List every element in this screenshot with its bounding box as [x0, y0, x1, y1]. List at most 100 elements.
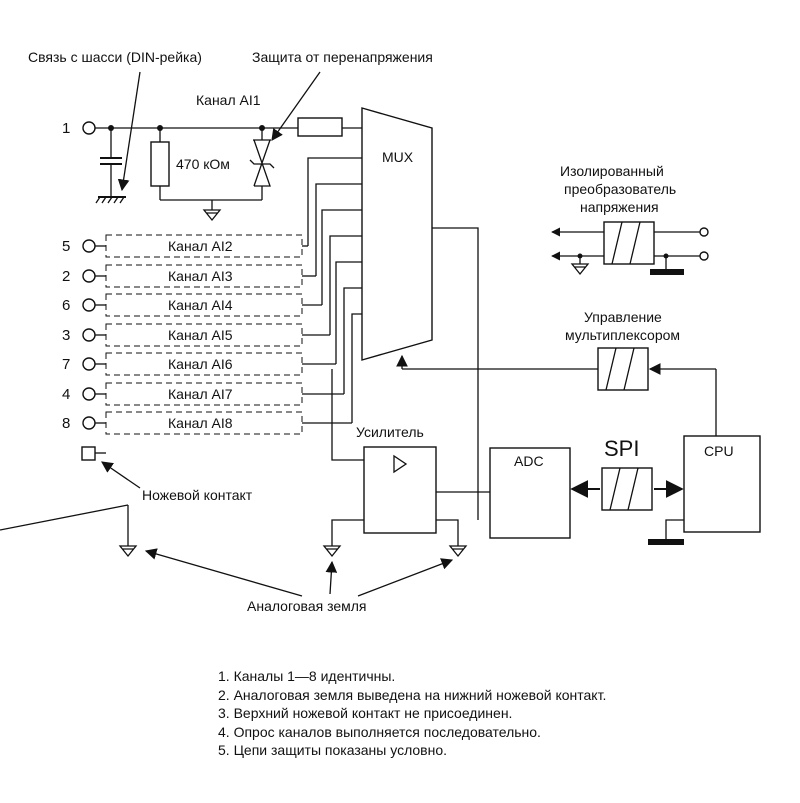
- mux-output-wire: [432, 227, 479, 520]
- amplifier-block: [363, 446, 437, 534]
- adc-block: [489, 447, 571, 539]
- mux-label: MUX: [382, 149, 414, 165]
- note-item: 4. Опрос каналов выполняется последовате…: [218, 723, 541, 740]
- terminal-pin-7[interactable]: [82, 357, 96, 371]
- isolated-converter-label-3: напряжения: [580, 199, 659, 215]
- terminal-pin-3[interactable]: [82, 328, 96, 342]
- amplifier-triangle-icon: [393, 454, 408, 474]
- isolation-barrier-icon: [605, 347, 635, 391]
- analog-ground-icon: [570, 263, 590, 276]
- isolation-barrier-icon: [611, 221, 641, 265]
- mux-input-wire-6: [335, 261, 362, 364]
- blade-contact-label: Ножевой контакт: [142, 487, 253, 503]
- analog-ground-icon: [448, 545, 468, 558]
- converter-terminal: [699, 251, 709, 261]
- channel-label-2: Канал AI2: [168, 238, 233, 254]
- analog-ground-pointer: [325, 560, 338, 595]
- amplifier-ground-wire-right: [436, 519, 459, 546]
- amplifier-input-wire: [331, 369, 364, 461]
- pin-label-6: 6: [62, 297, 70, 314]
- amplifier-label: Усилитель: [356, 424, 424, 440]
- cpu-ground-wire: [665, 519, 684, 540]
- note-item: 2. Аналоговая земля выведена на нижний н…: [218, 686, 607, 703]
- resistor-value-label: 470 кОм: [176, 156, 230, 172]
- blade-contact-pointer: [101, 461, 141, 489]
- pin-label-1: 1: [62, 120, 70, 137]
- notes-list: 1. Каналы 1—8 идентичны. 2. Аналоговая з…: [218, 667, 688, 760]
- note-item: 3. Верхний ножевой контакт не присоедине…: [218, 705, 513, 721]
- pin-label-2: 2: [62, 268, 70, 285]
- digital-ground-icon: [650, 269, 684, 275]
- terminal-pin-6[interactable]: [82, 298, 96, 312]
- blade-contact-terminal[interactable]: [81, 446, 96, 461]
- analog-ground-pointer: [357, 558, 454, 597]
- channel-block-2: [105, 234, 303, 258]
- channel-label-5: Канал AI5: [168, 327, 233, 343]
- pin-label-7: 7: [62, 356, 70, 373]
- terminal-pin-4[interactable]: [82, 387, 96, 401]
- mux-input-wire-2: [307, 157, 362, 246]
- spi-isolator-block: [601, 467, 653, 511]
- channel-block-8: [105, 411, 303, 435]
- isolated-converter-label-2: преобразователь: [564, 181, 676, 197]
- overvoltage-protection-label: Защита от перенапряжения: [252, 49, 433, 65]
- amplifier-ground-wire-left: [331, 519, 364, 546]
- series-resistor: [297, 117, 343, 137]
- channel-block-4: [105, 293, 303, 317]
- note-item: 1. Каналы 1—8 идентичны.: [218, 668, 396, 684]
- adc-label: ADC: [514, 453, 544, 469]
- analog-ground-icon: [202, 209, 222, 222]
- isolated-converter-block: [603, 221, 655, 265]
- isolated-converter-label-1: Изолированный: [560, 163, 664, 179]
- mux-control-label-2: мультиплексором: [565, 327, 680, 343]
- chassis-ground-hatch: [95, 196, 125, 204]
- channel-block-5: [105, 323, 303, 347]
- mux-control-label-1: Управление: [584, 309, 662, 325]
- channel-routing-wires: [307, 157, 362, 423]
- analog-ground-pointer: [144, 548, 303, 597]
- digital-ground-icon: [648, 539, 684, 545]
- analog-ground-icon: [322, 545, 342, 558]
- tvs-diode-icon: [249, 139, 275, 187]
- pin-label-5: 5: [62, 238, 70, 255]
- analog-ground-label: Аналоговая земля: [247, 598, 367, 614]
- isolation-barrier-icon: [609, 467, 639, 511]
- pin-label-8: 8: [62, 415, 70, 432]
- mux-input-wire-4: [321, 209, 362, 305]
- blade-contact-leader-line: [0, 504, 129, 531]
- multiplexer-block: [361, 107, 433, 361]
- analog-ground-icon: [118, 545, 138, 558]
- spi-label: SPI: [604, 436, 639, 461]
- channel-ai1-label: Канал AI1: [196, 92, 261, 108]
- mux-input-wire-8: [351, 313, 362, 423]
- mux-input-wire-5: [329, 235, 362, 335]
- mux-control-isolator-block: [597, 347, 649, 391]
- channel-label-4: Канал AI4: [168, 297, 233, 313]
- chassis-link-label: Связь с шасси (DIN-рейка): [28, 49, 202, 65]
- mux-input-wire-3: [315, 183, 362, 276]
- converter-terminal: [699, 227, 709, 237]
- channel-block-7: [105, 382, 303, 406]
- channel-label-8: Канал AI8: [168, 415, 233, 431]
- channel-label-6: Канал AI6: [168, 356, 233, 372]
- note-item: 5. Цепи защиты показаны условно.: [218, 742, 448, 758]
- channel-label-7: Канал AI7: [168, 386, 233, 402]
- pin-label-4: 4: [62, 386, 70, 403]
- terminal-pin-2[interactable]: [82, 269, 96, 283]
- chassis-pointer-line: [117, 71, 141, 192]
- resistor-470k: [150, 141, 170, 187]
- cpu-block: [683, 435, 761, 533]
- pin-label-3: 3: [62, 327, 70, 344]
- channel-rows: 5 Канал AI2 2 Канал AI3 6 Канал AI4 3 Канал AI5…: [62, 234, 352, 435]
- protection-pointer-line: [271, 71, 321, 141]
- channel-block-3: [105, 264, 303, 288]
- mux-input-wire-7: [343, 287, 362, 394]
- cpu-label: CPU: [704, 443, 734, 459]
- channel-label-3: Канал AI3: [168, 268, 233, 284]
- terminal-pin-8[interactable]: [82, 416, 96, 430]
- channel-block-6: [105, 352, 303, 376]
- terminal-pin-1[interactable]: [82, 121, 96, 135]
- terminal-pin-5[interactable]: [82, 239, 96, 253]
